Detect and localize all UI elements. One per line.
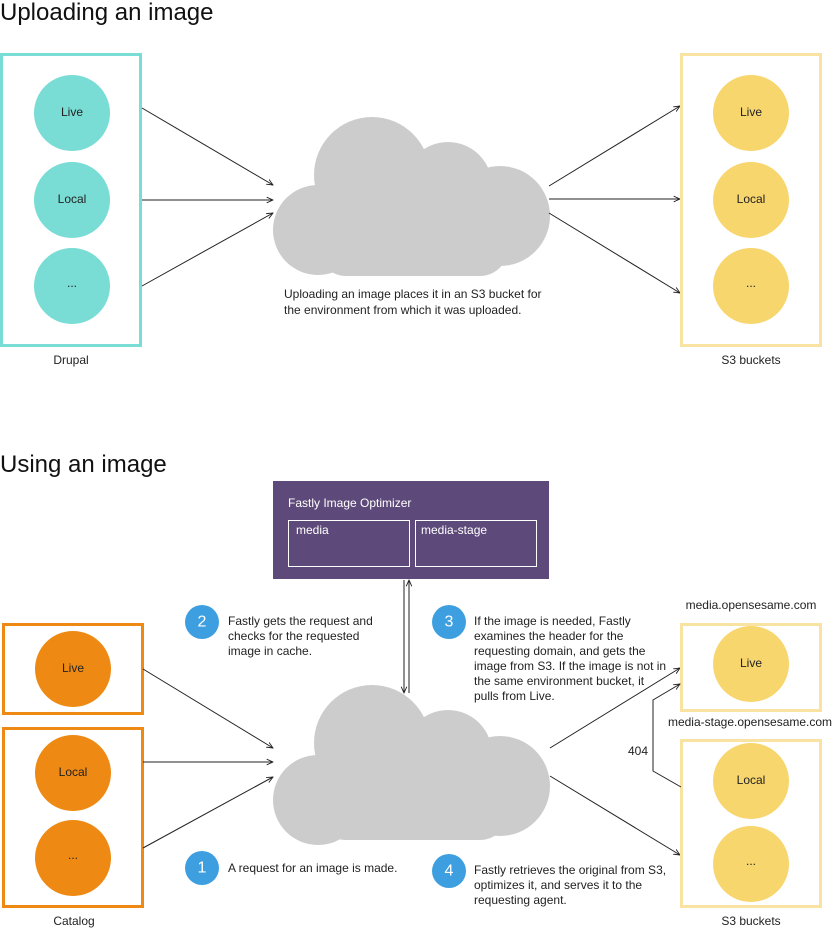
step-3-line-2: examines the header for the <box>474 629 624 643</box>
fastly-box-media-label: media <box>296 523 329 537</box>
step-2-line-2: checks for the requested <box>228 629 359 643</box>
using-arrows-in <box>142 668 273 849</box>
drupal-node-more-label: ... <box>67 276 77 290</box>
upload-s3-container <box>680 53 822 347</box>
drupal-node-live-label: Live <box>61 105 83 119</box>
upload-s3-node-more-label: ... <box>746 276 756 290</box>
step-4-line-3: requesting agent. <box>474 893 567 907</box>
using-s3-node-local-label: Local <box>737 773 766 787</box>
using-arrows-out <box>549 668 680 855</box>
s3-domain-stage: media-stage.opensesame.com <box>668 715 832 729</box>
step-1-badge <box>185 851 219 885</box>
using-cloud <box>273 685 550 845</box>
catalog-node-live[interactable] <box>35 631 111 707</box>
step-4-badge <box>432 854 466 888</box>
step-4-number: 4 <box>445 863 454 880</box>
drupal-node-more[interactable] <box>34 248 110 324</box>
upload-arrows-out <box>548 106 680 293</box>
upload-arrows-in <box>141 107 273 287</box>
fallback-404-connector <box>652 684 682 788</box>
upload-description-line-2: the environment from which it was upload… <box>284 303 521 317</box>
step-3-line-5: the same environment bucket, it <box>474 674 645 688</box>
step-1-line-1: A request for an image is made. <box>228 861 397 875</box>
step-2-line-3: image in cache. <box>228 644 312 658</box>
using-s3-node-more-label: ... <box>746 854 756 868</box>
step-2-line-1: Fastly gets the request and <box>228 614 373 628</box>
using-s3-node-live[interactable] <box>713 626 789 702</box>
upload-section-title: Uploading an image <box>0 0 213 26</box>
step-3-line-3: requesting domain, and gets the <box>474 644 646 658</box>
catalog-node-more[interactable] <box>35 820 111 896</box>
step-4-line-1: Fastly retrieves the original from S3, <box>474 863 666 877</box>
upload-s3-node-local-label: Local <box>737 192 766 206</box>
catalog-label: Catalog <box>53 914 94 928</box>
step-4-line-2: optimizes it, and serves it to the <box>474 878 642 892</box>
using-s3-container-live <box>680 623 822 712</box>
upload-cloud <box>273 117 550 276</box>
upload-s3-label: S3 buckets <box>721 353 780 367</box>
step-3-badge <box>432 605 466 639</box>
upload-description-line-1: Uploading an image places it in an S3 bu… <box>284 287 542 301</box>
using-s3-node-local[interactable] <box>713 743 789 819</box>
fastly-optimizer-box <box>273 481 549 579</box>
catalog-node-live-label: Live <box>62 661 84 675</box>
catalog-node-more-label: ... <box>68 848 78 862</box>
catalog-container-live <box>2 623 144 715</box>
upload-s3-node-live-label: Live <box>740 105 762 119</box>
step-1-number: 1 <box>198 860 207 877</box>
catalog-container-env <box>2 727 144 908</box>
step-2-number: 2 <box>198 614 207 631</box>
using-s3-node-live-label: Live <box>740 656 762 670</box>
fastly-box-media-stage-label: media-stage <box>421 523 487 537</box>
optimizer-cloud-arrows <box>404 580 409 693</box>
upload-s3-node-live[interactable] <box>713 75 789 151</box>
drupal-node-local[interactable] <box>34 162 110 238</box>
using-section-title: Using an image <box>0 451 167 478</box>
upload-s3-node-more[interactable] <box>713 248 789 324</box>
drupal-node-local-label: Local <box>58 192 87 206</box>
step-3-line-1: If the image is needed, Fastly <box>474 614 631 628</box>
step-2-badge <box>185 605 219 639</box>
catalog-node-local[interactable] <box>35 735 111 811</box>
using-s3-container-env <box>680 739 822 908</box>
drupal-container <box>0 53 142 347</box>
drupal-node-live[interactable] <box>34 75 110 151</box>
upload-s3-node-local[interactable] <box>713 162 789 238</box>
catalog-node-local-label: Local <box>59 765 88 779</box>
fastly-box-media-stage[interactable] <box>415 520 537 567</box>
s3-domain-live: media.opensesame.com <box>686 598 817 612</box>
step-3-line-6: pulls from Live. <box>474 689 555 703</box>
fallback-404-label: 404 <box>628 744 648 758</box>
drupal-label: Drupal <box>53 353 88 367</box>
using-s3-label: S3 buckets <box>721 914 780 928</box>
using-s3-node-more[interactable] <box>713 826 789 902</box>
fastly-box-media[interactable] <box>288 520 410 567</box>
step-3-line-4: image from S3. If the image is not in <box>474 659 666 673</box>
fastly-optimizer-title: Fastly Image Optimizer <box>288 496 411 510</box>
step-3-number: 3 <box>445 614 454 631</box>
